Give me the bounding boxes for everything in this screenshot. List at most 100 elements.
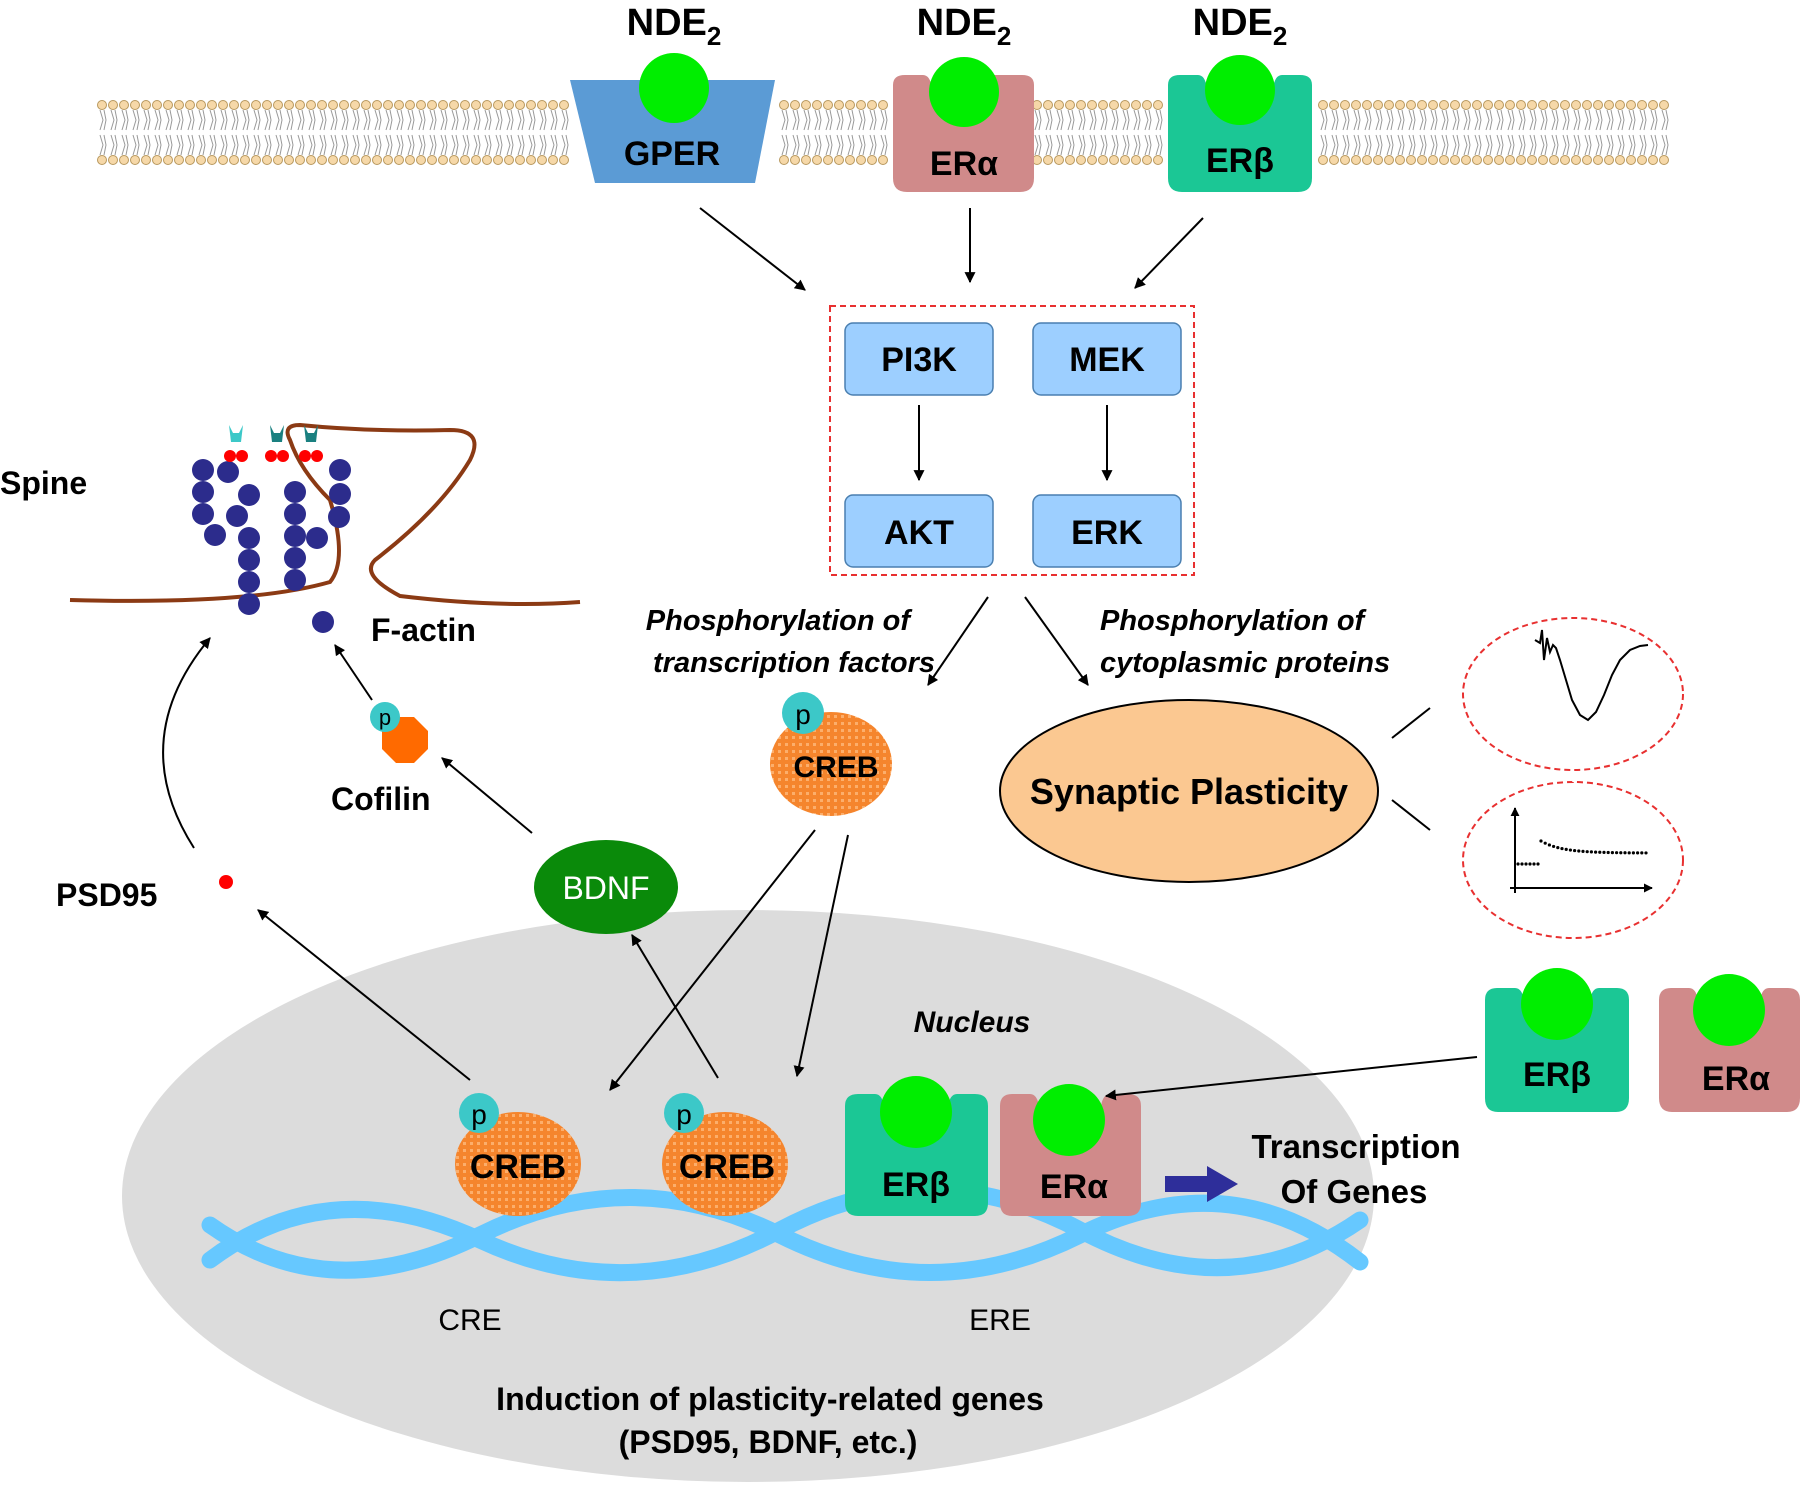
lipid-tail <box>1078 134 1086 156</box>
lipid-head <box>372 100 382 110</box>
lipid-tail <box>1606 109 1614 131</box>
lipid-head <box>790 100 800 110</box>
lipid-tail <box>110 134 118 156</box>
lipid-tail <box>1474 109 1482 131</box>
lipid-tail <box>1485 109 1493 131</box>
lipid-tail <box>1518 109 1526 131</box>
f-actin-bead <box>306 527 328 549</box>
f-actin-bead <box>204 524 226 546</box>
lipid-tail <box>506 109 514 131</box>
f-actin-label: F-actin <box>371 612 476 648</box>
transcription-label-2: Of Genes <box>1281 1173 1428 1210</box>
psd95-anchor <box>299 450 311 462</box>
lipid-head <box>1516 100 1526 110</box>
lipid-tail <box>231 109 239 131</box>
lipid-head <box>339 155 349 165</box>
lipid-tail <box>550 109 558 131</box>
lipid-head <box>548 155 558 165</box>
lipid-tail <box>429 134 437 156</box>
lipid-tail <box>1364 109 1372 131</box>
baseline-point <box>1532 862 1536 866</box>
f-actin-bead <box>238 484 260 506</box>
lipid-head <box>1043 100 1053 110</box>
lipid-head <box>1494 100 1504 110</box>
lipid-tail <box>143 134 151 156</box>
lipid-head <box>273 155 283 165</box>
lipid-tail <box>187 109 195 131</box>
lipid-tail <box>1540 109 1548 131</box>
lipid-tail <box>319 109 327 131</box>
psd95-protein <box>219 875 233 889</box>
lipid-head <box>405 155 415 165</box>
psd95-anchor <box>265 450 277 462</box>
lipid-tail <box>451 134 459 156</box>
lipid-head <box>383 155 393 165</box>
lipid-head <box>1054 155 1064 165</box>
lipid-tail <box>1463 134 1471 156</box>
lipid-tail <box>1661 134 1669 156</box>
lipid-head <box>196 155 206 165</box>
akt-label: AKT <box>884 514 954 552</box>
lipid-head <box>823 100 833 110</box>
lipid-tail <box>1155 134 1163 156</box>
lipid-tail <box>220 109 228 131</box>
arrow-to-psd95 <box>257 909 471 1081</box>
lipid-tail <box>1320 134 1328 156</box>
f-actin-bead <box>238 593 260 615</box>
lipid-tail <box>814 134 822 156</box>
lipid-tail <box>1628 109 1636 131</box>
lipid-head <box>1373 100 1383 110</box>
ltp-point <box>1547 843 1551 847</box>
er-alpha-label: ERα <box>1040 1168 1108 1206</box>
channel-icon <box>304 425 318 442</box>
lipid-tail <box>253 134 261 156</box>
lipid-head <box>1131 100 1141 110</box>
lipid-tail <box>187 134 195 156</box>
lipid-tail <box>308 134 316 156</box>
lipid-head <box>1560 100 1570 110</box>
lipid-tail <box>495 134 503 156</box>
ltp-point <box>1564 847 1568 851</box>
lipid-tail <box>1408 109 1416 131</box>
f-actin-bead <box>226 505 248 527</box>
receptor-channels <box>224 425 323 462</box>
baseline-point <box>1516 862 1520 866</box>
phospho-cp-label-1: Phosphorylation of <box>1100 605 1368 637</box>
lipid-tail <box>869 109 877 131</box>
lipid-head <box>218 100 228 110</box>
lipid-tail <box>231 134 239 156</box>
lipid-tail <box>781 134 789 156</box>
lipid-head <box>141 100 151 110</box>
lipid-head <box>416 155 426 165</box>
connector-line <box>1391 799 1431 831</box>
lipid-head <box>1120 155 1130 165</box>
lipid-head <box>1549 155 1559 165</box>
ere-label: ERE <box>969 1304 1031 1337</box>
ltp-point <box>1556 846 1560 850</box>
lipid-head <box>449 155 459 165</box>
arrow-to-bdnf <box>631 934 719 1079</box>
induction-label-2: (PSD95, BDNF, etc.) <box>619 1424 918 1460</box>
lipid-head <box>1527 155 1537 165</box>
channel-icon <box>229 425 243 442</box>
lipid-head <box>1439 100 1449 110</box>
lipid-tail <box>363 109 371 131</box>
lipid-tail <box>198 134 206 156</box>
lipid-tail <box>1342 134 1350 156</box>
lipid-tail <box>781 109 789 131</box>
lipid-head <box>1637 155 1647 165</box>
lipid-tail <box>341 134 349 156</box>
f-actin-bead <box>192 481 214 503</box>
lipid-tail <box>1144 134 1152 156</box>
lipid-head <box>394 155 404 165</box>
lipid-head <box>1505 155 1515 165</box>
lipid-head <box>1626 100 1636 110</box>
lipid-head <box>185 155 195 165</box>
lipid-tail <box>1331 109 1339 131</box>
lipid-tail <box>1034 134 1042 156</box>
er-alpha-label: ERα <box>1702 1060 1770 1098</box>
lipid-tail <box>429 109 437 131</box>
nde2-ligand <box>1033 1084 1105 1156</box>
lipid-tail <box>1463 109 1471 131</box>
lipid-head <box>163 100 173 110</box>
